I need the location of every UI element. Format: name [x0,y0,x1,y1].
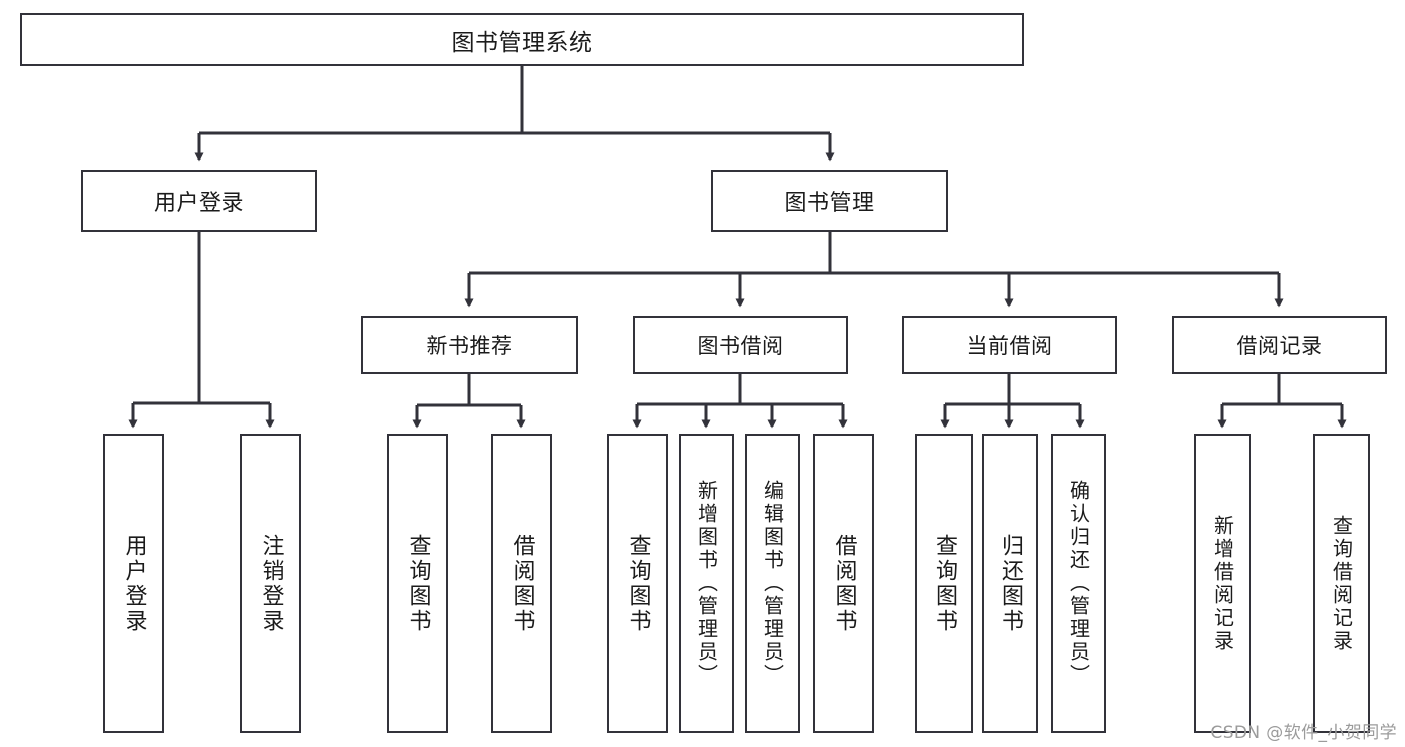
leaf-user-login-login[interactable]: 用户登录 [103,434,164,733]
leaf-current-borrow-return-book[interactable]: 归还图书 [982,434,1038,733]
node-label: 借阅图书 [831,533,857,634]
node-label: 新书推荐 [426,334,513,358]
csdn-watermark: CSDN @软件_小贺同学 [1210,723,1397,743]
node-book-management[interactable]: 图书管理 [711,170,948,232]
node-label: 新增借阅记录 [1210,514,1235,653]
leaf-borrow-record-add-record[interactable]: 新增借阅记录 [1194,434,1251,733]
node-label: 用户登录 [121,533,147,634]
node-root-book-management-system[interactable]: 图书管理系统 [20,13,1024,66]
node-label: 当前借阅 [966,334,1053,358]
leaf-new-book-borrow-book[interactable]: 借阅图书 [491,434,552,733]
node-label: 查询借阅记录 [1329,514,1354,653]
leaf-current-borrow-query-book[interactable]: 查询图书 [915,434,973,733]
leaf-borrow-record-query-record[interactable]: 查询借阅记录 [1313,434,1370,733]
node-label: 借阅记录 [1236,334,1323,358]
leaf-book-borrow-edit-book-admin[interactable]: 编辑图书（管理员） [745,434,800,733]
node-label: 图书管理系统 [451,29,593,56]
leaf-new-book-query-book[interactable]: 查询图书 [387,434,448,733]
node-label: 确认归还（管理员） [1066,480,1091,687]
node-new-book-recommend[interactable]: 新书推荐 [361,316,578,374]
node-label: 查询图书 [405,533,431,634]
node-current-borrow[interactable]: 当前借阅 [902,316,1117,374]
node-label: 查询图书 [625,533,651,634]
leaf-book-borrow-query-book[interactable]: 查询图书 [607,434,668,733]
node-label: 用户登录 [153,191,244,216]
node-borrow-record[interactable]: 借阅记录 [1172,316,1387,374]
node-label: 借阅图书 [509,533,535,634]
leaf-user-login-logout[interactable]: 注销登录 [240,434,301,733]
leaf-book-borrow-borrow-book[interactable]: 借阅图书 [813,434,874,733]
node-label: 编辑图书（管理员） [760,480,785,687]
leaf-book-borrow-add-book-admin[interactable]: 新增图书（管理员） [679,434,734,733]
node-label: 归还图书 [998,533,1023,634]
node-user-login[interactable]: 用户登录 [81,170,317,232]
node-label: 查询图书 [932,533,957,634]
node-label: 新增图书（管理员） [694,480,719,687]
node-label: 图书借阅 [697,334,784,358]
node-book-borrow[interactable]: 图书借阅 [633,316,848,374]
leaf-current-borrow-confirm-return-admin[interactable]: 确认归还（管理员） [1051,434,1106,733]
node-label: 注销登录 [258,533,284,634]
node-label: 图书管理 [784,191,875,216]
